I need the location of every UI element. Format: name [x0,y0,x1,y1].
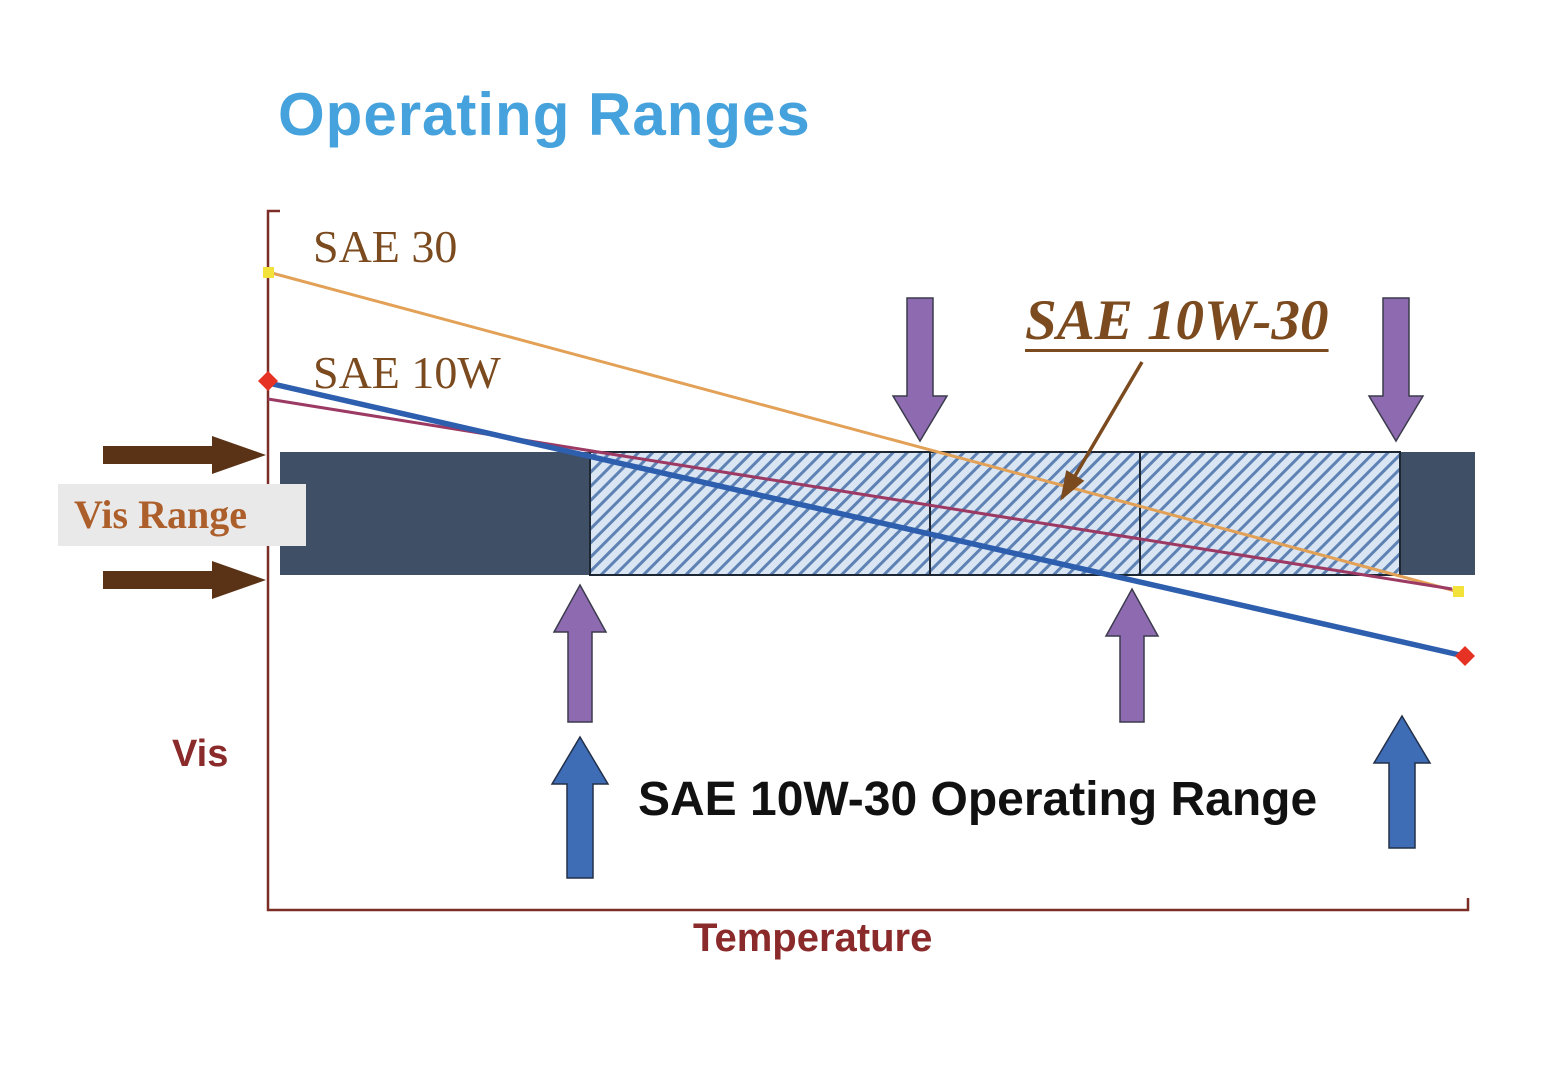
sae30-marker-left [263,267,274,278]
sae30-label: SAE 30 [313,221,458,272]
right-arrow-brown-bottom [103,561,266,599]
up-arrow-blue-2 [1372,714,1432,849]
axes [266,209,1470,912]
right-arrow-brown-top [103,436,266,474]
y-axis-label: Vis [172,733,229,775]
sae10w-marker-right [1455,646,1475,666]
sae30-marker-right [1453,586,1464,597]
callout-arrow [1060,361,1144,502]
sae10w-label: SAE 10W [313,347,501,398]
up-arrow-purple-2 [1104,587,1160,723]
x-axis-label: Temperature [693,916,933,960]
down-arrow-purple-2 [1367,297,1425,443]
up-arrow-purple-1 [552,583,608,723]
sae10w-marker-left [258,371,278,391]
diagram-title: Operating Ranges [278,81,811,148]
sae10w30-label: SAE 10W-30 [1025,289,1329,352]
sae10w-line [263,379,1465,659]
operating-range-label: SAE 10W-30 Operating Range [638,773,1318,826]
sae30-line [267,270,1460,594]
vis-range-label: Vis Range [58,484,306,546]
down-arrow-purple-1 [891,297,949,443]
up-arrow-blue-1 [550,735,610,879]
